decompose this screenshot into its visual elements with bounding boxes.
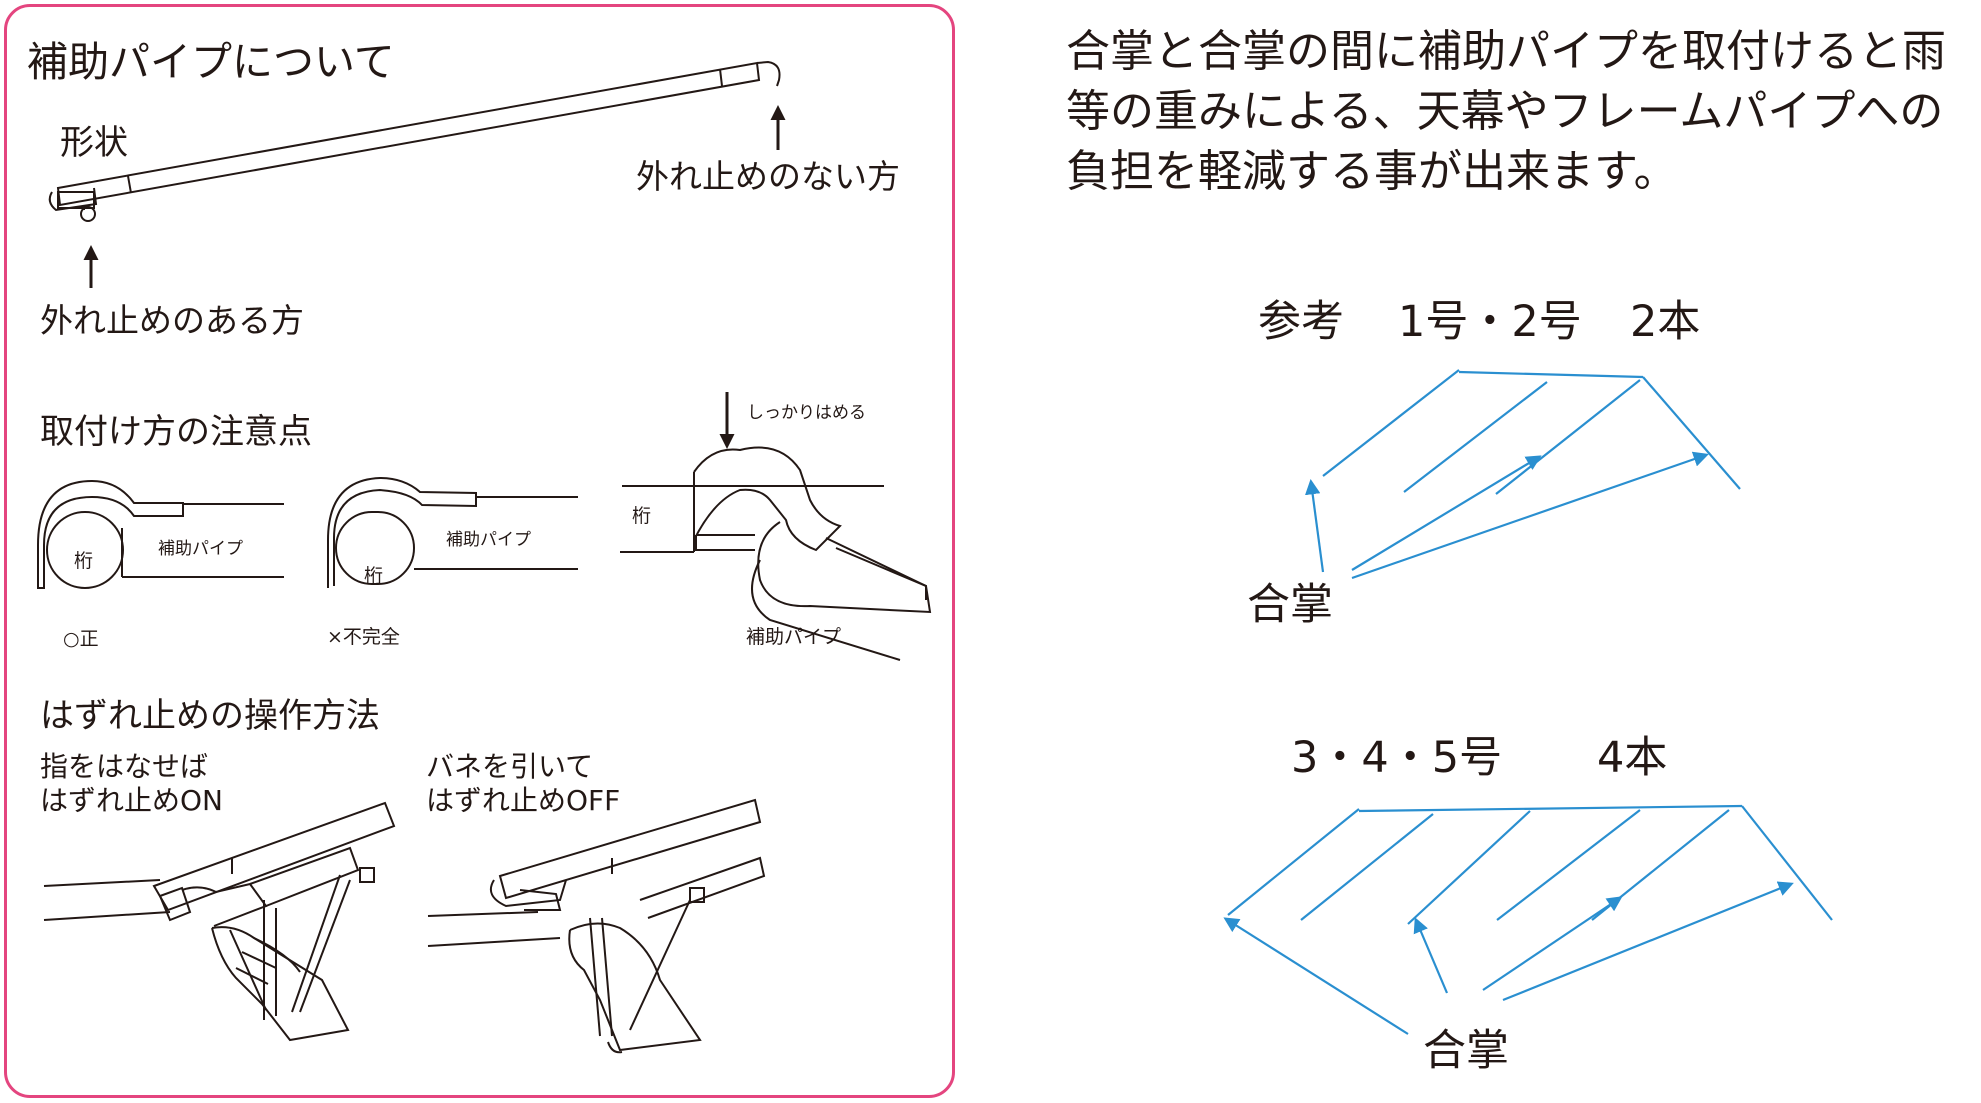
end-with-stopper-label: 外れ止めのある方: [40, 301, 304, 340]
aux-pipe-label-fit: 補助パイプ: [746, 626, 842, 648]
stopper-on-line2: はずれ止めON: [40, 784, 223, 817]
fit-firmly-label: しっかりはめる: [747, 403, 866, 423]
description-line2: 等の重みによる、天幕やフレームパイプへの: [1066, 86, 1944, 137]
stopper-heading: はずれ止めの操作方法: [40, 696, 380, 736]
stopper-on-line1: 指をはなせば: [40, 750, 209, 783]
stopper-on-caption: 指をはなせば はずれ止めON: [40, 750, 223, 818]
mount-correct-diagram: [37, 479, 284, 589]
stopper-off-illustration: [427, 798, 766, 1054]
reference-small-count: 2本: [1630, 297, 1701, 347]
description-line3: 負担を軽減する事が出来ます。: [1066, 146, 1678, 197]
reference-small-sizes: 1号・2号: [1398, 297, 1582, 347]
end-without-stopper-label: 外れ止めのない方: [636, 157, 900, 196]
aux-pipe-label-correct: 補助パイプ: [158, 539, 243, 559]
beam-label-incomplete: 桁: [364, 565, 384, 587]
reference-large-count: 4本: [1597, 733, 1668, 783]
description-text: 合掌と合掌の間に補助パイプを取付けると雨 等の重みによる、天幕やフレームパイプへ…: [1066, 22, 1946, 202]
reference-small-rafter-label: 合掌: [1247, 580, 1333, 630]
stopper-off-line1: バネを引いて: [426, 750, 594, 783]
shape-heading: 形状: [60, 123, 128, 163]
aux-pipe-label-incomplete: 補助パイプ: [446, 530, 531, 550]
reference-large-diagram: [1223, 804, 1833, 1035]
reference-small-diagram: [1304, 369, 1741, 580]
beam-label-fit: 桁: [632, 505, 652, 527]
stopper-on-illustration: [43, 801, 396, 1042]
reference-large-sizes: 3・4・5号: [1291, 733, 1503, 783]
beam-label-correct: 桁: [74, 550, 94, 572]
description-line1: 合掌と合掌の間に補助パイプを取付けると雨: [1066, 26, 1946, 77]
correct-label: ○正: [63, 628, 99, 650]
shape-callout-arrows: [83, 105, 786, 288]
reference-small-label: 参考: [1258, 297, 1344, 347]
incomplete-label: ×不完全: [327, 626, 400, 648]
aux-pipe-info-panel: [4, 4, 955, 1098]
panel-title: 補助パイプについて: [27, 38, 395, 86]
mount-fit-diagram: [620, 446, 932, 661]
stopper-off-caption: バネを引いて はずれ止めOFF: [426, 750, 620, 818]
aux-pipe-illustration: [48, 60, 781, 222]
mount-incomplete-diagram: [327, 476, 578, 588]
stopper-off-line2: はずれ止めOFF: [426, 784, 621, 817]
reference-large-rafter-label: 合掌: [1423, 1026, 1509, 1076]
mounting-heading: 取付け方の注意点: [40, 412, 312, 452]
